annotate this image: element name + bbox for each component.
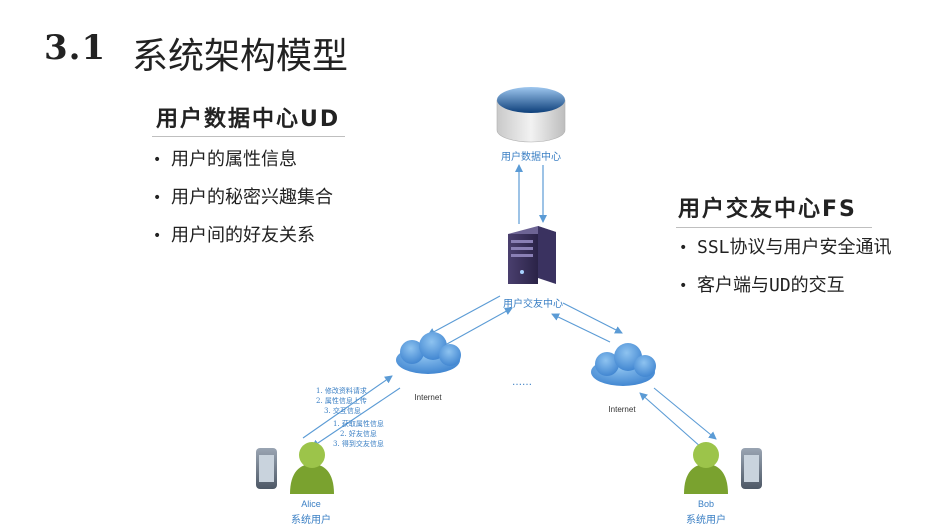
upload-step-3: 3. 交互信息 [324,407,361,415]
server-label: 用户交友中心 [503,299,563,310]
bob-user-icon [684,442,728,494]
bob-phone-icon [741,448,762,489]
fs-heading: 用户交友中心FS [678,197,857,222]
arrow-server-to-cloud-right [562,302,623,334]
ud-bullet-3: 用户间的好友关系 [153,224,413,262]
cloud-right-icon [591,343,656,386]
alice-role: 系统用户 [291,515,331,526]
cloud-left-label: Internet [414,393,442,402]
download-step-3: 3. 得到交友信息 [333,440,384,448]
download-step-2: 2. 好友信息 [340,430,377,438]
fs-heading-rule [676,227,872,228]
alice-phone-icon [256,448,277,489]
cloud-right-label: Internet [608,405,636,414]
ud-bullet-list: 用户的属性信息 用户的秘密兴趣集合 用户间的好友关系 [153,148,413,262]
upload-steps: 1. 修改资料请求 2. 属性信息上传 3. 交互信息 [316,386,396,416]
arrow-cloud-to-bob [653,387,717,440]
alice-user-icon [290,442,334,494]
section-number: 3.1 [44,28,107,68]
ud-heading-rule [152,136,345,137]
arrow-cloud-right-to-server [551,313,611,343]
page-title: 系统架构模型 [132,36,349,77]
more-users-ellipsis: …… [512,377,532,388]
upload-step-1: 1. 修改资料请求 [316,387,367,395]
ud-bullet-2: 用户的秘密兴趣集合 [153,186,413,224]
cloud-left-icon [396,332,461,374]
server-icon [508,226,556,284]
download-step-1: 1. 获取属性信息 [333,420,384,428]
arrow-server-to-cloud-left [446,307,513,345]
bob-name: Bob [697,499,714,509]
upload-step-2: 2. 属性信息上传 [316,397,367,405]
bob-role: 系统用户 [686,515,726,526]
fs-bullet-1: SSL协议与用户安全通讯 [679,236,939,274]
database-icon [496,87,566,143]
download-steps: 1. 获取属性信息 2. 好友信息 3. 得到交友信息 [333,419,413,449]
ud-bullet-1: 用户的属性信息 [153,148,413,186]
fs-bullet-list: SSL协议与用户安全通讯 客户端与UD的交互 [679,236,939,312]
arrow-bob-to-cloud [639,392,703,449]
fs-bullet-2: 客户端与UD的交互 [679,274,939,312]
arrow-alice-to-cloud [302,375,393,439]
db-label: 用户数据中心 [501,152,561,163]
arrow-cloud-to-alice [311,387,401,448]
arrow-cloud-left-to-server [427,295,501,336]
alice-name: Alice [301,499,321,509]
ud-heading: 用户数据中心UD [156,107,341,132]
